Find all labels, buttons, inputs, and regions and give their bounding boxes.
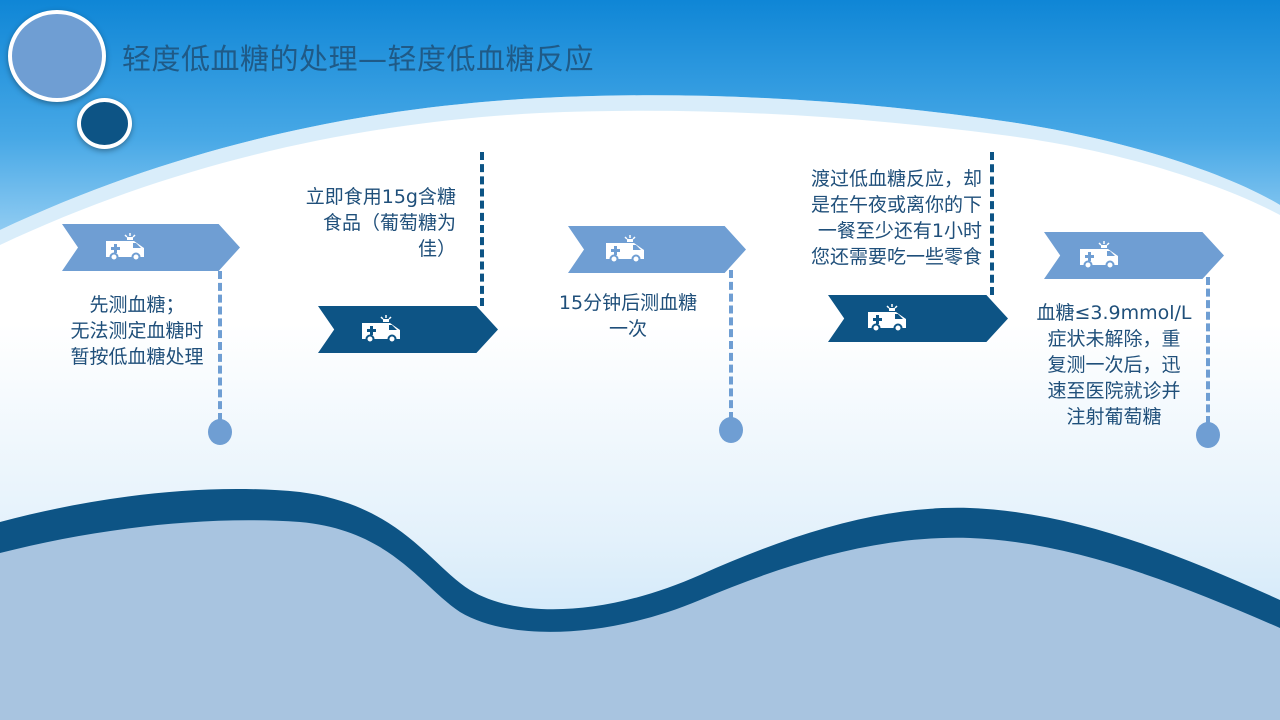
step-4-arrow (828, 295, 1008, 342)
step-3-text: 15分钟后测血糖 一次 (558, 292, 698, 340)
ambulance-icon (606, 235, 644, 264)
step-2-arrow (318, 306, 498, 353)
step-3-connector (729, 270, 733, 420)
ambulance-icon (362, 315, 400, 344)
step-1-dot (208, 419, 232, 445)
step-2-text: 立即食用15g含糖 食品（葡萄糖为 佳） (305, 186, 456, 260)
ambulance-icon (106, 233, 144, 262)
step-1-connector (218, 271, 222, 421)
step-2-connector (480, 152, 484, 306)
bg-header-highlight (0, 95, 1280, 245)
ambulance-icon (868, 304, 906, 333)
slide-title: 轻度低血糖的处理—轻度低血糖反应 (122, 42, 595, 76)
step-4-connector (990, 152, 994, 295)
decorative-circle-small (77, 98, 132, 149)
step-5-arrow (1044, 232, 1224, 279)
step-3-dot (719, 417, 743, 443)
step-5-text: 血糖≤3.9mmol/L 症状未解除，重 复测一次后，迅 速至医院就诊并 注射葡… (1036, 302, 1192, 428)
step-4-text: 渡过低血糖反应，却 是在午夜或离你的下 一餐至少还有1小时 您还需要吃一些零食 (810, 168, 982, 268)
step-1-text: 先测血糖； 无法测定血糖时 暂按低血糖处理 (70, 294, 204, 368)
bg-ground-light-wave (0, 520, 1280, 720)
step-1-arrow (62, 224, 240, 271)
ambulance-icon (1080, 241, 1118, 270)
step-3-arrow (568, 226, 746, 273)
step-5-connector (1206, 277, 1210, 424)
decorative-circle-large (8, 10, 106, 102)
step-5-dot (1196, 422, 1220, 448)
bg-header-wave (0, 0, 1280, 230)
